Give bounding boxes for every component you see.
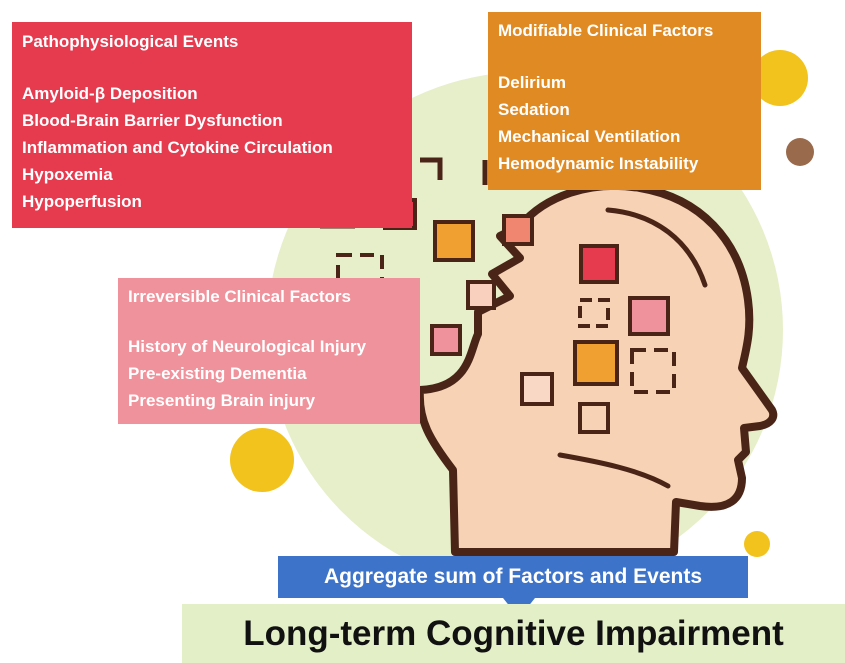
- decor-brown-dot: [786, 138, 814, 166]
- modifiable-item: Delirium: [498, 73, 567, 92]
- pathophysiological-item: Hypoxemia: [22, 165, 113, 184]
- brain-arc: [605, 207, 708, 288]
- irreversible-item: Pre-existing Dementia: [128, 364, 307, 383]
- outcome-banner: Long-term Cognitive Impairment: [182, 604, 845, 663]
- floating-square-pink-1: [502, 214, 534, 246]
- aggregate-sum-banner: Aggregate sum of Factors and Events: [278, 556, 748, 598]
- modifiable-clinical-factors-box: Modifiable Clinical Factors Delirium Sed…: [488, 12, 761, 190]
- pathophysiological-item: Hypoperfusion: [22, 192, 142, 211]
- pathophysiological-list: Amyloid-β Deposition Blood-Brain Barrier…: [22, 80, 402, 215]
- modifiable-item: Sedation: [498, 100, 570, 119]
- floating-square-pink-2: [466, 280, 496, 310]
- pathophysiological-events-box: Pathophysiological Events Amyloid-β Depo…: [12, 22, 412, 228]
- floating-corner-1: [420, 157, 443, 180]
- irreversible-clinical-factors-box: Irreversible Clinical Factors History of…: [118, 278, 420, 424]
- square-outline-3: [578, 402, 610, 434]
- decor-yellow-dot-small: [744, 531, 770, 557]
- square-pink: [628, 296, 670, 336]
- pathophysiological-title: Pathophysiological Events: [22, 32, 239, 51]
- irreversible-title: Irreversible Clinical Factors: [128, 287, 351, 306]
- modifiable-title: Modifiable Clinical Factors: [498, 21, 714, 40]
- modifiable-list: Delirium Sedation Mechanical Ventilation…: [498, 69, 751, 177]
- square-red: [579, 244, 619, 284]
- jaw-line: [557, 452, 671, 489]
- pathophysiological-item: Blood-Brain Barrier Dysfunction: [22, 111, 283, 130]
- floating-square-orange: [433, 220, 475, 262]
- decor-yellow-dot-top: [752, 50, 808, 106]
- irreversible-item: Presenting Brain injury: [128, 391, 316, 410]
- decor-yellow-dot-left: [230, 428, 294, 492]
- irreversible-list: History of Neurological Injury Pre-exist…: [128, 333, 410, 414]
- square-light: [520, 372, 554, 406]
- pathophysiological-item: Inflammation and Cytokine Circulation: [22, 138, 333, 157]
- floating-square-pink-3: [430, 324, 462, 356]
- irreversible-item: History of Neurological Injury: [128, 337, 367, 356]
- modifiable-item: Mechanical Ventilation: [498, 127, 681, 146]
- pathophysiological-item: Amyloid-β Deposition: [22, 84, 198, 103]
- square-orange: [573, 340, 619, 386]
- modifiable-item: Hemodynamic Instability: [498, 154, 699, 173]
- square-outline-1: [578, 298, 610, 328]
